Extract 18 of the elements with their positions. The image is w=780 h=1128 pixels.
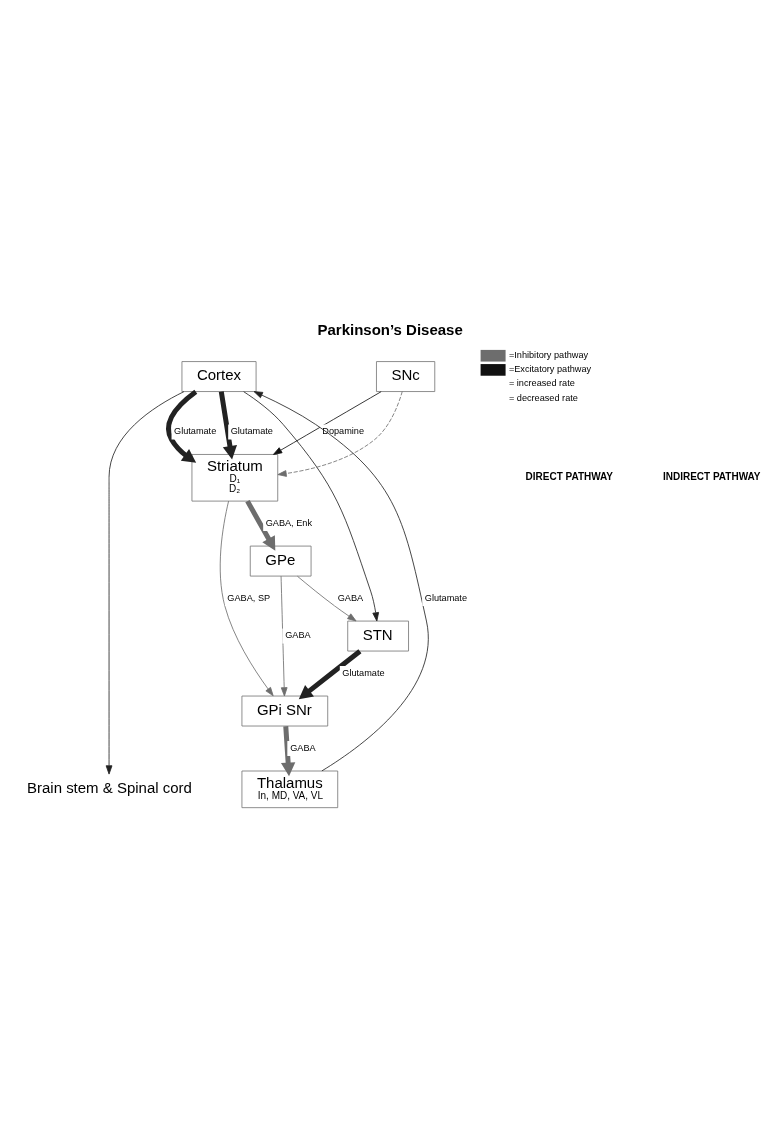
legend-label: =Excitatory pathway [508, 364, 592, 375]
edge-label: GABA, Enk [265, 517, 312, 528]
edge-label: GABA, SP [227, 592, 271, 603]
edge-label: Glutamate [230, 426, 273, 437]
legend-label: =Inhibitory pathway [508, 350, 589, 361]
edge-label: Glutamate [424, 592, 468, 603]
node-text: Brain stem & Spinal cord [27, 779, 192, 797]
legend-label: = decreased rate [508, 392, 578, 403]
label: INDIRECT PATHWAY [663, 470, 761, 482]
edge-label: Glutamate [174, 426, 217, 437]
diagram-title: Parkinson’s Disease [317, 320, 463, 338]
legend-label: = increased rate [508, 378, 575, 389]
edge-label: GABA [337, 592, 364, 603]
label: DIRECT PATHWAY [525, 470, 614, 482]
edge-label: Dopamine [322, 426, 365, 437]
edge-label: GABA [285, 630, 311, 641]
edge-label: Glutamate [342, 667, 385, 678]
edge-label: GABA [290, 742, 316, 753]
